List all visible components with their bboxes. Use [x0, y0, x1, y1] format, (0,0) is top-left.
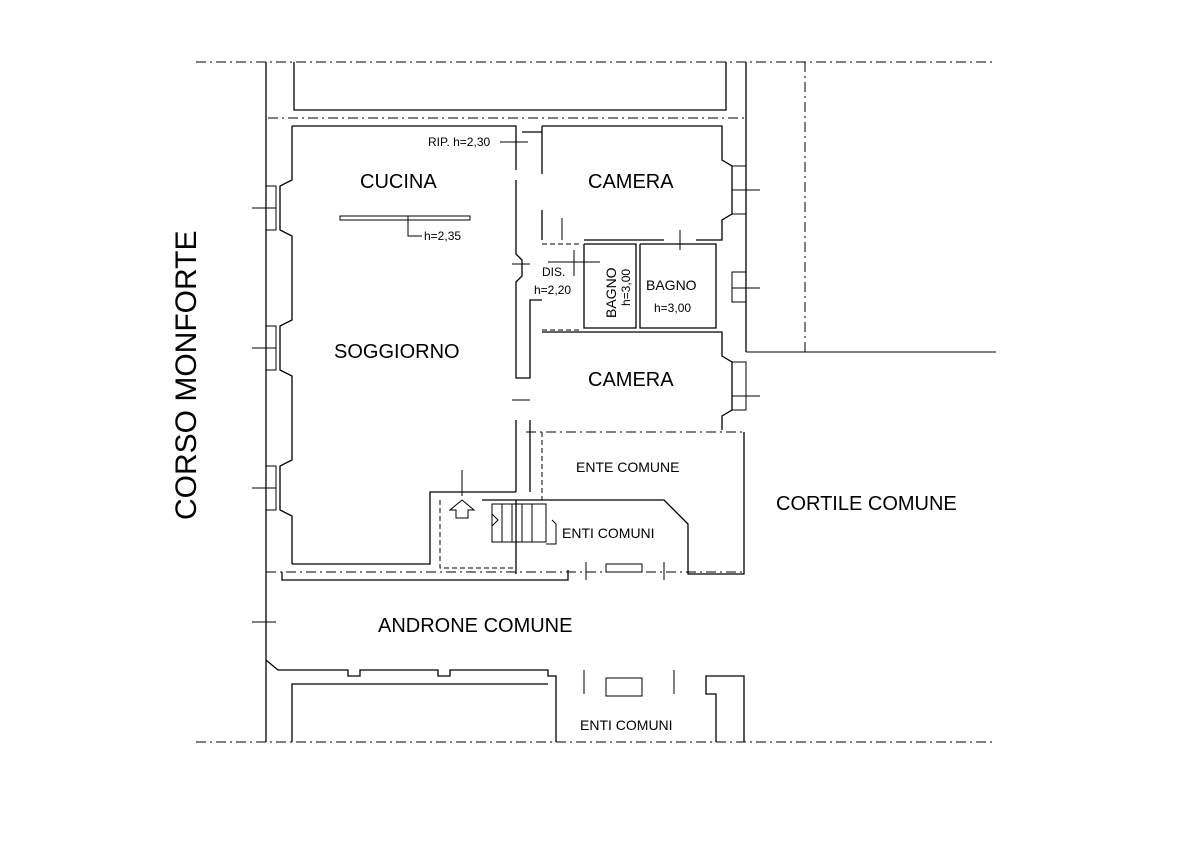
ente-comune-label: ENTE COMUNE — [576, 459, 679, 475]
dis-height-label: h=2,20 — [534, 283, 571, 297]
stairs — [491, 503, 557, 545]
top-strip — [265, 62, 747, 118]
street-label: CORSO MONFORTE — [170, 231, 203, 520]
common-areas — [265, 431, 746, 742]
bagno-vertical-height-label: h=3,00 — [619, 269, 633, 306]
boundary-lines — [196, 61, 996, 743]
camera-mid-label: CAMERA — [588, 369, 674, 391]
camera-top-label: CAMERA — [588, 171, 674, 193]
bagno-vertical-label: BAGNO — [603, 267, 619, 318]
labels: CORSO MONFORTE CUCINA h=2,35 RIP. h=2,30… — [170, 135, 957, 733]
left-facade-wall — [252, 118, 293, 742]
cucina-label: CUCINA — [360, 171, 437, 193]
soggiorno-label: SOGGIORNO — [334, 341, 460, 363]
cortile-label: CORTILE COMUNE — [776, 493, 957, 515]
enti-comuni-bottom-label: ENTI COMUNI — [580, 717, 673, 733]
rip-label: RIP. h=2,30 — [428, 135, 490, 149]
bagno-right-label: BAGNO — [646, 277, 697, 293]
cucina-height-label: h=2,35 — [424, 229, 461, 243]
entrance-arrow — [448, 499, 476, 519]
dis-label: DIS. — [542, 265, 565, 279]
bagno-right-height-label: h=3,00 — [654, 301, 691, 315]
androne-label: ANDRONE COMUNE — [378, 615, 572, 637]
enti-comuni-stairs-label: ENTI COMUNI — [562, 525, 655, 541]
